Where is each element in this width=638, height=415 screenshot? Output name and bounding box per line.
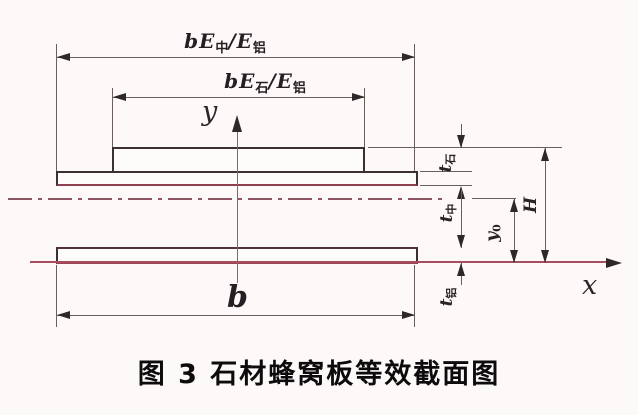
- dim-arrowhead: [457, 235, 465, 248]
- extension-line: [472, 198, 516, 199]
- stone-layer: [112, 147, 365, 173]
- centroid-line: [8, 198, 446, 200]
- extension-line: [414, 44, 415, 171]
- extension-line: [364, 88, 365, 147]
- dim-arrowhead: [510, 250, 518, 263]
- dim-y0-line: [514, 199, 515, 263]
- extension-line: [56, 265, 57, 327]
- extension-line: [414, 265, 415, 327]
- dim-stone-width-label: bE石/E铝: [224, 69, 306, 96]
- y-axis-label: y: [202, 96, 218, 127]
- x-axis-arrowhead: [606, 258, 622, 268]
- dim-arrowhead: [402, 311, 415, 319]
- label-t-aluminum: t铝: [437, 287, 458, 307]
- figure-caption: 图 3 石材蜂窝板等效截面图: [137, 359, 501, 390]
- dim-top-width-label: bE中/E铝: [184, 29, 266, 56]
- label-t-core: t中: [437, 203, 458, 223]
- label-H: H: [521, 196, 541, 214]
- extension-line: [420, 171, 472, 172]
- y-axis-line: [237, 131, 238, 283]
- y-axis-arrowhead: [232, 115, 242, 132]
- dim-top-width-line: [57, 57, 415, 58]
- x-axis-label: x: [582, 270, 598, 301]
- dim-arrowhead: [352, 93, 365, 101]
- dim-arrowhead: [510, 199, 518, 212]
- x-axis-line: [30, 261, 610, 263]
- dim-H-line: [545, 148, 546, 263]
- dim-arrowhead: [541, 148, 549, 161]
- dim-arrowhead: [457, 135, 465, 148]
- dim-t-core-line: [461, 190, 462, 248]
- dim-arrowhead: [57, 53, 70, 61]
- extension-line: [368, 147, 562, 148]
- dim-arrowhead: [402, 53, 415, 61]
- dim-b-line: [57, 315, 415, 316]
- dim-arrowhead: [57, 311, 70, 319]
- extension-line: [420, 185, 472, 186]
- extension-line: [112, 88, 113, 147]
- label-y0: y0: [482, 224, 504, 242]
- dim-arrowhead: [113, 93, 126, 101]
- label-t-stone: t石: [436, 153, 457, 173]
- extension-line: [56, 44, 57, 171]
- dim-arrowhead: [541, 250, 549, 263]
- dim-b-label: b: [227, 280, 249, 315]
- dim-stone-width-line: [113, 97, 365, 98]
- dim-arrowhead: [457, 263, 465, 276]
